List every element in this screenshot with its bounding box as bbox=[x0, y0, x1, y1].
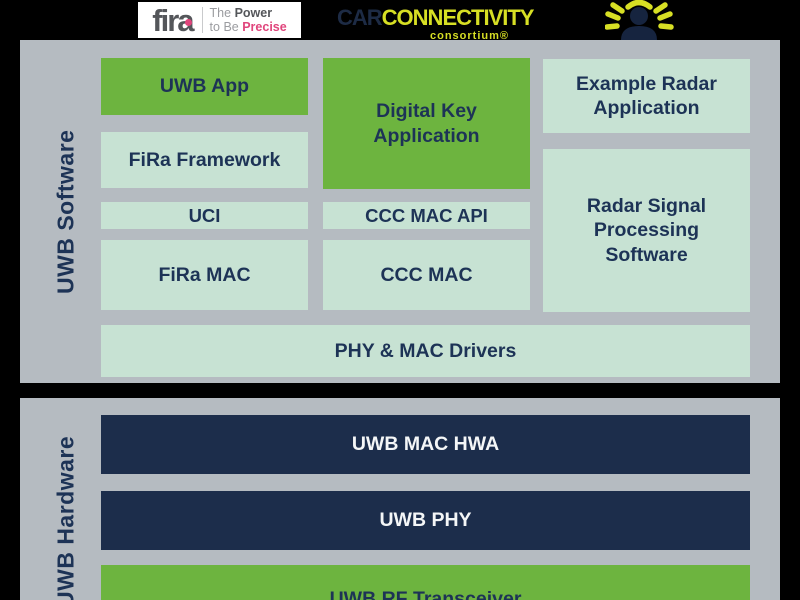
hardware-panel-label: UWB Hardware bbox=[52, 435, 79, 600]
fira-wordmark: fira bbox=[152, 5, 194, 36]
radar-person-icon bbox=[605, 0, 674, 40]
ccc-wordmark: CARCONNECTIVITY bbox=[337, 5, 534, 30]
box-uci: UCI bbox=[101, 202, 308, 229]
box-fira-framework: FiRa Framework bbox=[101, 132, 308, 188]
box-radar-signal-processing: Radar Signal Processing Software bbox=[543, 149, 750, 312]
fira-tagline-the: The bbox=[209, 5, 235, 20]
ccc-wordmark-consortium: consortium® bbox=[430, 30, 509, 42]
software-panel-label: UWB Software bbox=[52, 129, 79, 294]
box-uwb-app: UWB App bbox=[101, 58, 308, 115]
ccc-wordmark-car: CAR bbox=[337, 5, 383, 30]
car-connectivity-consortium-logo: CARCONNECTIVITY consortium® bbox=[337, 5, 534, 43]
box-digital-key-application: Digital Key Application bbox=[323, 58, 530, 189]
ccc-wordmark-connectivity: CONNECTIVITY bbox=[381, 5, 535, 30]
hardware-panel: UWB Hardware UWB MAC HWA UWB PHY UWB RF … bbox=[20, 398, 780, 600]
box-phy-mac-drivers: PHY & MAC Drivers bbox=[101, 325, 750, 377]
box-uwb-phy: UWB PHY bbox=[101, 491, 750, 550]
box-ccc-mac: CCC MAC bbox=[323, 240, 530, 310]
fira-a-dot-icon bbox=[184, 18, 192, 26]
fira-tagline-power: Power bbox=[234, 5, 273, 20]
fira-tagline-tobe: to Be bbox=[209, 20, 243, 34]
fira-logo: fira The Power to Be Precise bbox=[138, 2, 301, 38]
fira-tagline-precise: Precise bbox=[242, 20, 287, 34]
software-panel: UWB Software UWB App FiRa Framework UCI … bbox=[20, 40, 780, 383]
box-ccc-mac-api: CCC MAC API bbox=[323, 202, 530, 229]
fira-tagline: The Power to Be Precise bbox=[210, 6, 287, 35]
box-example-radar-application: Example Radar Application bbox=[543, 59, 750, 133]
box-uwb-mac-hwa: UWB MAC HWA bbox=[101, 415, 750, 474]
fira-logo-divider bbox=[201, 7, 203, 33]
box-fira-mac: FiRa MAC bbox=[101, 240, 308, 310]
box-uwb-rf-transceiver: UWB RF Transceiver bbox=[101, 565, 750, 600]
